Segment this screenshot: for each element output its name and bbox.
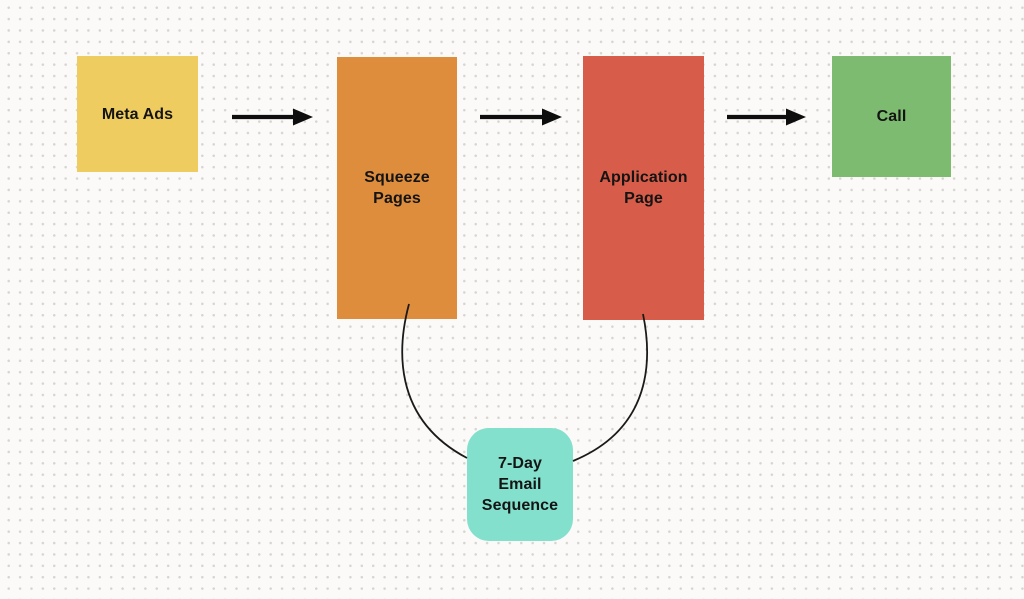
arrow-meta-to-squeeze[interactable] xyxy=(232,108,313,126)
node-meta-ads-label: Meta Ads xyxy=(101,105,174,123)
node-call-label: Call xyxy=(876,108,907,125)
arrow-squeeze-to-application[interactable] xyxy=(480,108,562,126)
node-application-page-label: Application Page xyxy=(599,169,688,207)
node-email-sequence[interactable]: 7-Day Email Sequence xyxy=(467,428,573,541)
arrow-application-to-call[interactable] xyxy=(727,108,806,126)
node-call[interactable]: Call xyxy=(832,56,951,177)
node-squeeze-pages-label: Squeeze Pages xyxy=(364,169,430,207)
curve-application-to-email[interactable] xyxy=(572,313,649,462)
node-squeeze-pages[interactable]: Squeeze Pages xyxy=(337,57,457,319)
node-meta-ads[interactable]: Meta Ads xyxy=(77,56,198,172)
node-email-sequence-label: 7-Day Email Sequence xyxy=(481,455,559,514)
node-application-page[interactable]: Application Page xyxy=(583,56,704,320)
curve-squeeze-to-email[interactable] xyxy=(401,303,468,459)
